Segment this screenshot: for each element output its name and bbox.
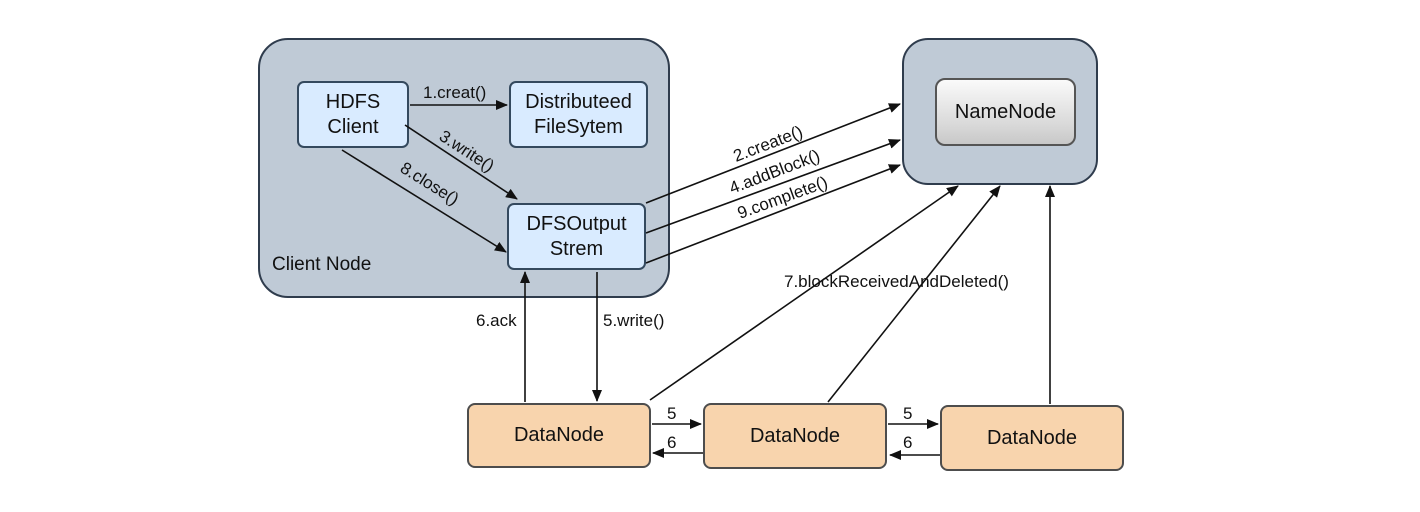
- label-dn-write-1: 5: [667, 404, 676, 423]
- label-dn-ack-1: 6: [667, 433, 676, 452]
- label-close: 8.close(): [397, 158, 462, 209]
- arrow-complete: [645, 164, 901, 264]
- label-block-received: 7.blockReceivedAndDeleted(): [784, 272, 1009, 291]
- client-node-label: Client Node: [272, 254, 372, 275]
- dfs-output-stream-label-line1: DFSOutput: [526, 212, 627, 235]
- datanode-2: DataNode: [703, 403, 887, 469]
- hdfs-client-box: HDFS Client: [297, 81, 409, 148]
- distributed-filesystem-label-line2: FileSytem: [534, 115, 623, 138]
- datanode-1-label: DataNode: [513, 424, 605, 446]
- dfs-output-stream-label-line2: Strem: [549, 237, 604, 260]
- arrow-dn1-to-namenode: [649, 185, 959, 401]
- arrow-write: [404, 124, 518, 200]
- arrow-close: [341, 149, 507, 253]
- arrow-create: [645, 103, 901, 204]
- label-dn-write-2: 5: [903, 404, 912, 423]
- datanode-2-label: DataNode: [749, 424, 841, 447]
- label-dn-ack-2: 6: [903, 433, 912, 452]
- datanode-1: DataNode: [467, 403, 651, 468]
- namenode-box: NameNode: [935, 78, 1076, 146]
- label-ack: 6.ack: [476, 311, 517, 330]
- dfs-output-stream-box: DFSOutput Strem: [507, 203, 646, 270]
- label-write5: 5.write(): [603, 311, 664, 330]
- label-creat: 1.creat(): [423, 83, 486, 102]
- distributed-filesystem-label-line1: Distributeed: [525, 90, 632, 113]
- arrow-dn2-to-namenode: [827, 185, 1001, 403]
- datanode-3-label: DataNode: [986, 426, 1078, 449]
- distributed-filesystem-box: Distributeed FileSytem: [509, 81, 648, 148]
- hdfs-client-label-line2: Client: [327, 115, 379, 138]
- hdfs-client-label-line1: HDFS: [325, 90, 381, 113]
- datanode-3: DataNode: [940, 405, 1124, 471]
- namenode-label: NameNode: [954, 100, 1057, 123]
- arrow-add-block: [645, 139, 901, 234]
